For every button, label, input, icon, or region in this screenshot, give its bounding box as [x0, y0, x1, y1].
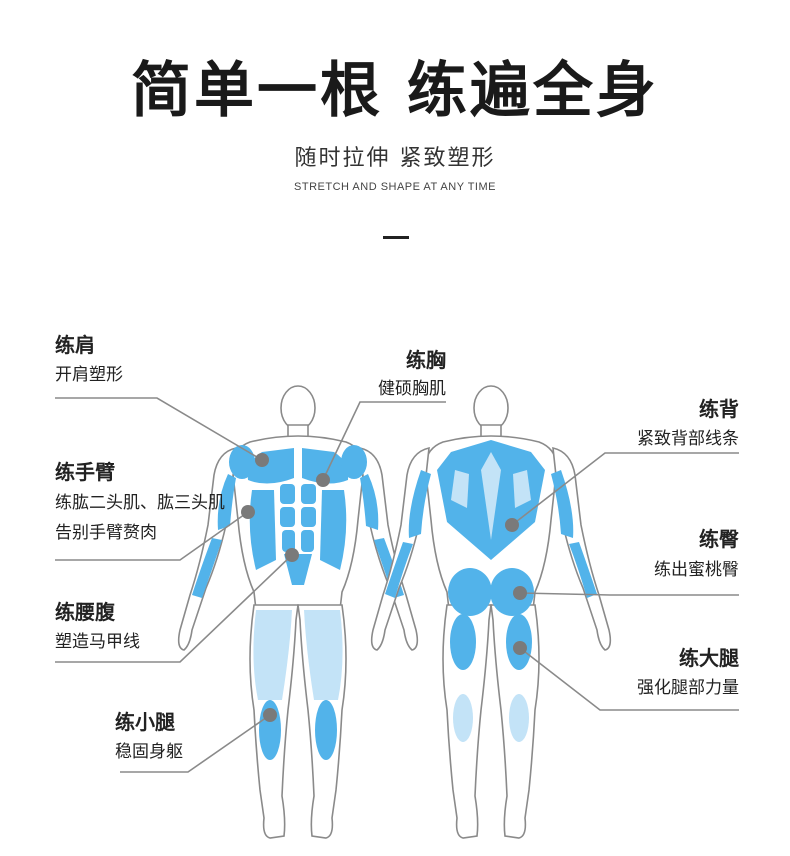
- chest-desc: 健硕胸肌: [378, 379, 446, 399]
- shoulder-label: 练肩: [55, 333, 95, 357]
- thigh-label: 练大腿: [679, 646, 739, 670]
- glute-desc: 练出蜜桃臀: [654, 560, 739, 580]
- thigh-desc: 强化腿部力量: [637, 678, 739, 698]
- waist-label: 练腰腹: [55, 600, 115, 624]
- back-figure: [370, 385, 612, 839]
- back-desc: 紧致背部线条: [637, 429, 739, 449]
- leader-lines: [55, 397, 739, 773]
- calf-desc: 稳固身躯: [115, 742, 183, 762]
- title-divider: [383, 236, 409, 239]
- arm-desc-1: 练肱二头肌、肱三头肌: [55, 493, 225, 513]
- english-tagline: STRETCH AND SHAPE AT ANY TIME: [294, 181, 496, 193]
- calf-label: 练小腿: [115, 710, 175, 734]
- page-title: 简单一根 练遍全身: [131, 56, 659, 126]
- arm-desc-block: 练肱二头肌、肱三头肌 告别手臂赘肉: [55, 488, 225, 548]
- glute-label: 练臀: [699, 527, 739, 551]
- arm-desc-2: 告别手臂赘肉: [55, 523, 157, 543]
- shoulder-desc: 开肩塑形: [55, 365, 123, 385]
- back-label: 练背: [699, 397, 739, 421]
- page-subtitle: 随时拉伸 紧致塑形: [294, 146, 496, 171]
- waist-desc: 塑造马甲线: [55, 632, 140, 652]
- target-dots: [241, 453, 527, 722]
- chest-label: 练胸: [406, 348, 446, 372]
- arm-label: 练手臂: [55, 460, 115, 484]
